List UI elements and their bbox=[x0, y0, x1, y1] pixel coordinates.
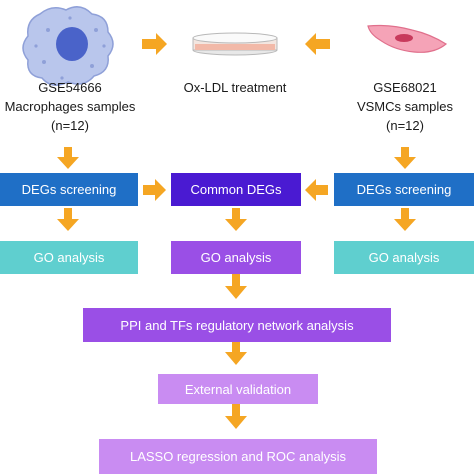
left-dataset-id: GSE54666 bbox=[38, 80, 102, 95]
go-analysis-center-box: GO analysis bbox=[171, 241, 301, 274]
arrow-degs-left-to-common bbox=[143, 179, 166, 201]
go-analysis-right-box: GO analysis bbox=[334, 241, 474, 274]
arrow-left-down-1 bbox=[57, 147, 79, 169]
arrow-degs-right-to-common bbox=[305, 179, 328, 201]
right-dataset-id: GSE68021 bbox=[373, 80, 437, 95]
arrow-left-to-dish bbox=[142, 33, 167, 55]
left-dataset-desc: Macrophages samples bbox=[4, 99, 136, 114]
center-treatment-label: Ox-LDL treatment bbox=[183, 80, 287, 95]
lasso-roc-box: LASSO regression and ROC analysis bbox=[99, 439, 377, 474]
arrow-left-down-2 bbox=[57, 208, 79, 231]
right-dataset-n: (n=12) bbox=[386, 118, 424, 133]
vsmc-cell-icon bbox=[367, 24, 448, 53]
go-analysis-left-box: GO analysis bbox=[0, 241, 138, 274]
macrophage-cell-icon bbox=[22, 6, 114, 86]
external-validation-box: External validation bbox=[158, 374, 318, 404]
ppi-tf-network-box: PPI and TFs regulatory network analysis bbox=[83, 308, 391, 342]
petri-dish-icon bbox=[192, 32, 278, 56]
arrow-center-down-3 bbox=[225, 342, 247, 365]
left-dataset-n: (n=12) bbox=[51, 118, 89, 133]
common-degs-box: Common DEGs bbox=[171, 173, 301, 206]
arrow-right-to-dish bbox=[305, 33, 330, 55]
arrow-center-down-4 bbox=[225, 404, 247, 429]
degs-screening-right-box: DEGs screening bbox=[334, 173, 474, 206]
right-dataset-desc: VSMCs samples bbox=[356, 99, 454, 114]
arrow-right-down-2 bbox=[394, 208, 416, 231]
flow-arrows bbox=[57, 33, 416, 429]
arrow-center-down-2 bbox=[225, 274, 247, 299]
degs-screening-left-box: DEGs screening bbox=[0, 173, 138, 206]
arrow-right-down-1 bbox=[394, 147, 416, 169]
arrow-center-down-1 bbox=[225, 208, 247, 231]
